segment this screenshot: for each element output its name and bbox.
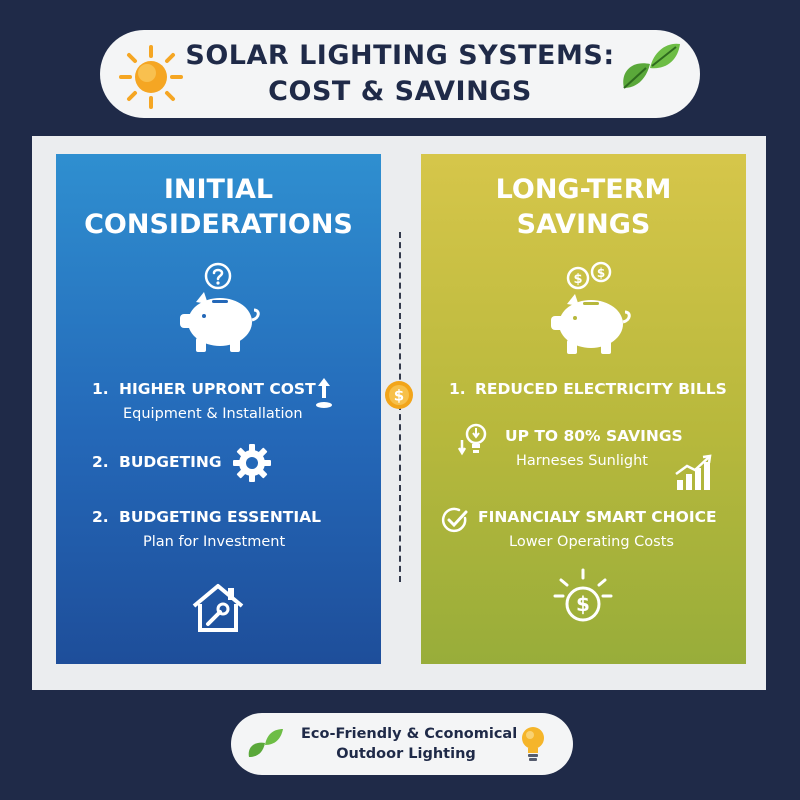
- arrow-up-icon: [316, 378, 332, 408]
- initial-considerations-panel: INITIAL CONSIDERATIONS 1. HIGHER UPRONT …: [56, 154, 381, 664]
- item-number-3-left: 2.: [92, 508, 109, 526]
- coin-dollar-icon: $: [385, 381, 413, 409]
- item-number-2-left: 2.: [92, 453, 109, 471]
- svg-text:$: $: [573, 272, 582, 287]
- item-title-reduced-electricity-bills: REDUCED ELECTRICITY BILLS: [475, 380, 727, 398]
- piggy-bank-icon: [551, 294, 631, 354]
- lightbulb-icon: [522, 727, 544, 761]
- title-line-2: COST & SAVINGS: [268, 76, 532, 107]
- panel-title-left: INITIAL CONSIDERATIONS: [84, 174, 353, 240]
- footer-tagline: Eco-Friendly & Cconomical Outdoor Lighti…: [301, 726, 518, 762]
- piggy-bank-icon: [180, 292, 260, 352]
- long-term-savings-panel: LONG-TERM SAVINGS $ $ 1. REDUCED ELECTRI…: [421, 154, 746, 664]
- item-number-1-right: 1.: [449, 380, 466, 398]
- item-subtitle-equipment-installation: Equipment & Installation: [123, 406, 303, 422]
- gear-icon: [233, 444, 271, 482]
- item-title-up-to-80-savings: UP TO 80% SAVINGS: [505, 427, 683, 445]
- house-wrench-icon: [192, 584, 244, 632]
- item-title-financialy-smart-choice: FINANCIALY SMART CHOICE: [478, 508, 717, 526]
- item-title-budgeting-essential: BUDGETING ESSENTIAL: [119, 508, 321, 526]
- panel-title-right: LONG-TERM SAVINGS: [495, 174, 672, 240]
- page-title: SOLAR LIGHTING SYSTEMS: COST & SAVINGS: [185, 38, 614, 110]
- title-banner: SOLAR LIGHTING SYSTEMS: COST & SAVINGS: [100, 30, 700, 118]
- title-line-1: SOLAR LIGHTING SYSTEMS:: [185, 40, 615, 71]
- item-title-budgeting: BUDGETING: [119, 453, 222, 471]
- item-title-higher-upfront-cost: HIGHER UPRONT COST: [119, 380, 316, 398]
- item-subtitle-harnesses-sunlight: Harneses Sunlight: [516, 453, 648, 469]
- sun-dollar-icon: $: [553, 568, 613, 622]
- item-subtitle-plan-for-investment: Plan for Investment: [143, 534, 286, 550]
- leaves-icon: [248, 729, 283, 757]
- svg-text:$: $: [394, 387, 404, 405]
- svg-text:$: $: [576, 592, 590, 616]
- coins-icon: $ $: [566, 261, 612, 290]
- bulb-down-arrow-icon: [457, 423, 487, 456]
- bar-chart-up-icon: [675, 454, 712, 490]
- leaves-icon: [623, 43, 680, 89]
- check-circle-icon: [441, 507, 468, 533]
- comparison-board: INITIAL CONSIDERATIONS 1. HIGHER UPRONT …: [32, 136, 766, 690]
- footer-banner: Eco-Friendly & Cconomical Outdoor Lighti…: [231, 713, 573, 775]
- item-subtitle-lower-operating-costs: Lower Operating Costs: [509, 534, 674, 550]
- svg-text:$: $: [597, 266, 605, 280]
- question-icon: [204, 262, 232, 290]
- sun-icon: [119, 45, 183, 109]
- item-number-1-left: 1.: [92, 380, 109, 398]
